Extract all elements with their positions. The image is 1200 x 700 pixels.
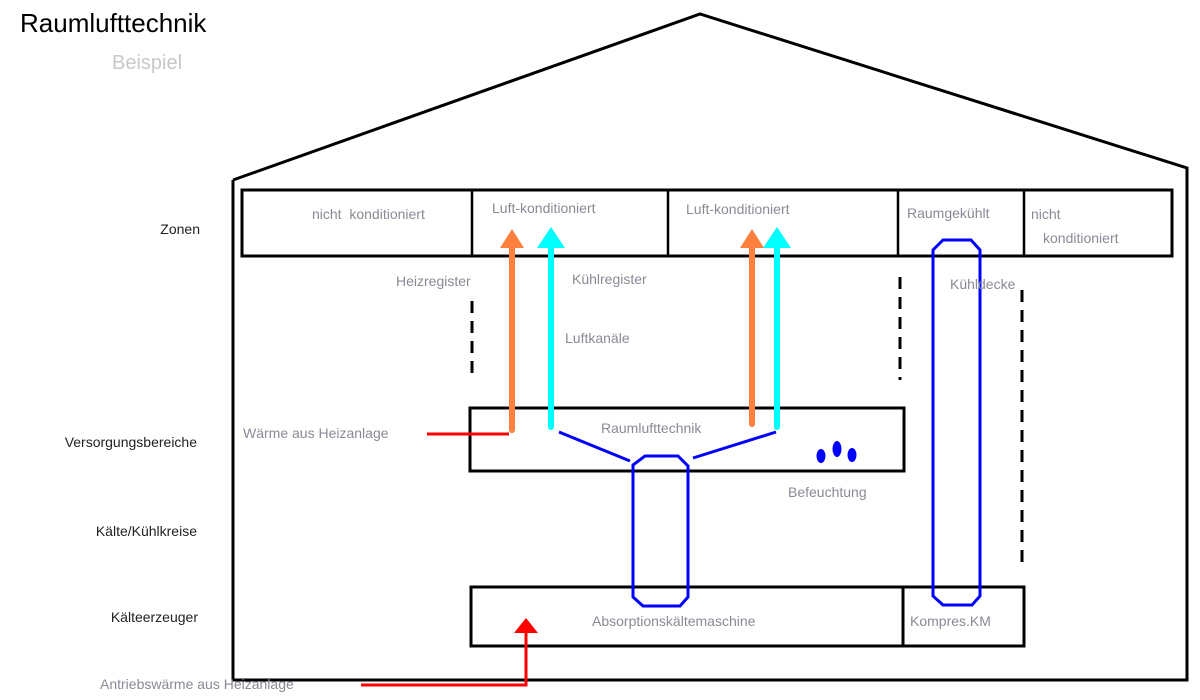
water-drop-icon	[832, 441, 842, 457]
row-label-versorgungsbereiche: Versorgungsbereiche	[64, 434, 197, 450]
cooling-arrow-head-icon	[763, 227, 791, 248]
raumlufttechnik-label: Raumlufttechnik	[601, 420, 702, 436]
zone-label: nicht	[1031, 206, 1061, 222]
waerme-heizanlage-label: Wärme aus Heizanlage	[243, 425, 389, 441]
page-title: Raumlufttechnik	[20, 8, 207, 38]
water-drop-icon	[847, 448, 857, 462]
befeuchtung-label: Befeuchtung	[788, 484, 867, 500]
zone-label: Luft-konditioniert	[686, 201, 790, 217]
drive-heat-line	[361, 632, 528, 687]
heizregister-label: Heizregister	[396, 273, 471, 289]
luftkanaele-label: Luftkanäle	[565, 330, 630, 346]
kompressionskaeltemaschine-box	[901, 585, 1026, 648]
row-label-zonen: Zonen	[160, 221, 200, 237]
roof-outline	[231, 12, 1189, 682]
zone-label: Luft-konditioniert	[492, 200, 596, 216]
kompressionskaeltemaschine-label: Kompres.KM	[910, 613, 991, 629]
raumlufttechnik-box	[468, 406, 906, 473]
zone-label: konditioniert	[1043, 230, 1119, 246]
zones-row-frame	[240, 188, 1174, 258]
water-drop-icon	[816, 449, 826, 463]
heating-arrow-head-icon	[500, 229, 524, 248]
drive-heat-arrow-head-icon	[514, 618, 538, 633]
kuehlregister-label: Kühlregister	[572, 271, 647, 287]
cooling-water-line	[692, 430, 777, 460]
page-subtitle: Beispiel	[112, 52, 183, 74]
kuehldecke-label: Kühldecke	[950, 276, 1016, 292]
absorptionskaeltemaschine-label: Absorptionskältemaschine	[592, 613, 756, 629]
cooling-loop-kuehldecke	[931, 238, 982, 607]
cooling-arrow-head-icon	[537, 227, 565, 248]
cooling-water-line	[558, 430, 631, 463]
row-label-kaelteerzeuger: Kälteerzeuger	[110, 609, 198, 625]
zone-label: Raumgekühlt	[907, 205, 990, 221]
row-label-kaeltekreise: Kälte/Kühlkreise	[95, 523, 197, 539]
heating-arrow-head-icon	[740, 229, 764, 248]
antriebswaerme-label: Antriebswärme aus Heizanlage	[100, 676, 294, 692]
cooling-loop-absorption	[631, 454, 690, 608]
zone-label: nicht konditioniert	[312, 206, 425, 222]
